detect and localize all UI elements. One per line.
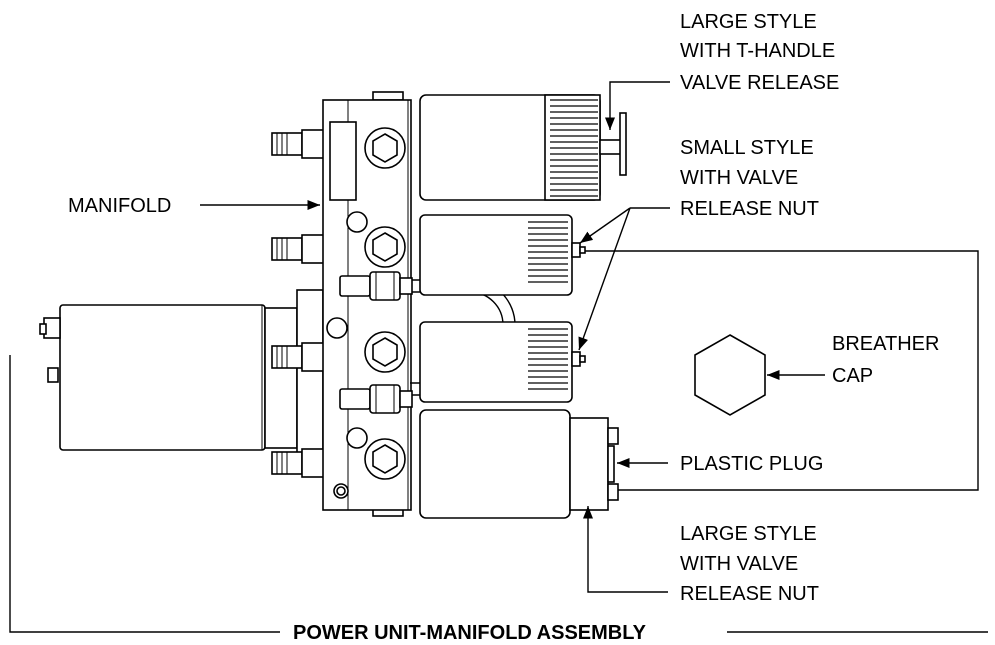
hex-plug-1 (364, 127, 406, 169)
label-large-t-handle: LARGE STYLE WITH T-HANDLE VALVE RELEASE (680, 11, 839, 94)
label-large-nut: LARGE STYLE WITH VALVE RELEASE NUT (680, 523, 819, 605)
hex-plug-4 (364, 438, 406, 480)
valve-large-nut (419, 409, 619, 519)
label-line: WITH VALVE (680, 167, 798, 189)
label-line: LARGE STYLE (680, 11, 817, 33)
label-plastic-plug: PLASTIC PLUG (680, 453, 823, 475)
fitting-1 (271, 129, 325, 159)
label-line: LARGE STYLE (680, 523, 817, 545)
label-line: VALVE RELEASE (680, 72, 839, 94)
hose-fitting-lower (339, 384, 413, 414)
hose-fitting-upper (339, 271, 413, 301)
hex-plug-3 (364, 331, 406, 373)
label-manifold: MANIFOLD (68, 195, 171, 217)
hex-plug-2 (364, 226, 406, 268)
fitting-3 (271, 342, 325, 372)
left-fittings (271, 129, 325, 478)
label-line: CAP (832, 365, 873, 387)
label-line: RELEASE NUT (680, 198, 819, 220)
valve-small-lower (419, 321, 586, 403)
label-breather-cap: BREATHER CAP (832, 333, 939, 387)
label-line: BREATHER (832, 333, 939, 355)
label-line: WITH T-HANDLE (680, 40, 835, 62)
valve-small-upper (419, 214, 586, 296)
fitting-2 (271, 234, 325, 264)
fitting-4 (271, 448, 325, 478)
motor (39, 289, 324, 461)
label-line: SMALL STYLE (680, 137, 814, 159)
breather-cap-hex (694, 334, 766, 416)
label-small-style: SMALL STYLE WITH VALVE RELEASE NUT (680, 137, 819, 220)
assembly-title: POWER UNIT-MANIFOLD ASSEMBLY (293, 622, 647, 644)
leader-lines (9, 81, 988, 633)
manifold-block (322, 91, 412, 517)
valve-large-t-handle (419, 94, 627, 201)
label-line: RELEASE NUT (680, 583, 819, 605)
label-line: WITH VALVE (680, 553, 798, 575)
